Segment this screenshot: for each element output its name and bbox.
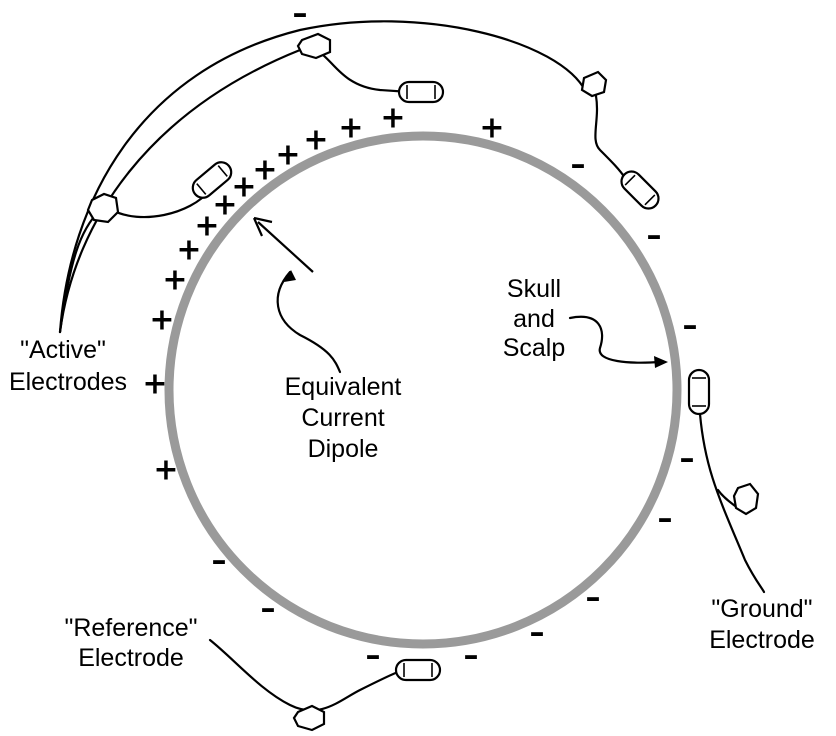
- ground-label-line2: Electrode: [709, 626, 815, 654]
- active-electrode-small-left: [86, 192, 120, 224]
- dipole-label-line2: Current: [301, 404, 384, 432]
- minus-sign: –: [680, 442, 695, 477]
- minus-sign: –: [261, 592, 276, 627]
- plus-sign: +: [212, 188, 237, 223]
- active-wire-outer: [58, 20, 588, 334]
- reference-label-line2: Electrode: [78, 644, 184, 672]
- minus-sign: –: [530, 616, 545, 651]
- dipole-pointer-head: [284, 270, 296, 282]
- plus-sign: +: [479, 111, 504, 146]
- active-electrode-cap-left: [191, 161, 233, 199]
- plus-sign: +: [275, 138, 300, 173]
- active-electrode-cap-top: [397, 80, 445, 104]
- dipole-arrow-head: [252, 216, 273, 237]
- skull-pointer-line: [568, 315, 662, 364]
- active-wire-right: [594, 94, 627, 180]
- skull-pointer-head: [654, 356, 668, 368]
- minus-sign: –: [658, 502, 673, 537]
- dipole-pointer-line: [276, 270, 342, 374]
- skull-label-line1: Skull: [507, 275, 561, 303]
- plus-sign: +: [153, 453, 178, 488]
- plus-sign: +: [380, 101, 405, 136]
- minus-sign: –: [366, 639, 381, 674]
- minus-sign: –: [293, 0, 308, 32]
- plus-sign: +: [142, 367, 167, 402]
- active-electrode-top-right-small: [580, 70, 608, 98]
- minus-sign: –: [647, 219, 662, 254]
- ground-electrode-cap: [687, 368, 711, 416]
- plus-sign: +: [252, 153, 277, 188]
- ground-wire: [698, 412, 766, 594]
- skull-scalp-ring: [164, 131, 682, 649]
- plus-sign: +: [194, 209, 219, 244]
- label-skull-scalp: Skull and Scalp: [503, 275, 566, 362]
- minus-sign: –: [212, 544, 227, 579]
- active-wire-inner: [58, 208, 102, 334]
- skull-label-line2: and: [513, 305, 555, 333]
- minus-sign: –: [464, 639, 479, 674]
- minus-sign: –: [571, 148, 586, 183]
- ground-label-line1: "Ground": [711, 595, 812, 623]
- label-active-electrodes: "Active" Electrodes: [9, 336, 127, 396]
- plus-sign: +: [176, 233, 201, 268]
- plus-sign: +: [162, 263, 187, 298]
- plus-signs: + + + + + + + + + + + + + +: [142, 101, 504, 488]
- active-label-line1: "Active": [20, 336, 106, 364]
- active-electrode-top-small: [296, 32, 332, 60]
- dipole-label-line3: Dipole: [308, 435, 379, 463]
- label-ground-electrode: "Ground" Electrode: [709, 595, 815, 654]
- active-electrode-cap-right: [620, 170, 660, 210]
- label-dipole: Equivalent Current Dipole: [285, 373, 402, 463]
- dipole-arrow-shaft: [257, 221, 314, 273]
- minus-signs: – – – – – – – – – – – –: [212, 0, 698, 674]
- plus-sign: +: [338, 111, 363, 146]
- active-wire-middle: [58, 47, 412, 334]
- reference-label-line1: "Reference": [64, 614, 197, 642]
- plus-sign: +: [149, 303, 174, 338]
- ground-electrode-small: [732, 482, 760, 516]
- plus-sign: +: [303, 123, 328, 158]
- reference-electrode-cap: [394, 658, 442, 682]
- minus-sign: –: [683, 309, 698, 344]
- label-reference-electrode: "Reference" Electrode: [64, 614, 197, 672]
- active-label-line2: Electrodes: [9, 368, 127, 396]
- minus-sign: –: [586, 581, 601, 616]
- reference-electrode-small: [292, 704, 326, 732]
- dipole-label-line1: Equivalent: [285, 373, 402, 401]
- plus-sign: +: [231, 170, 256, 205]
- skull-label-line3: Scalp: [503, 334, 566, 362]
